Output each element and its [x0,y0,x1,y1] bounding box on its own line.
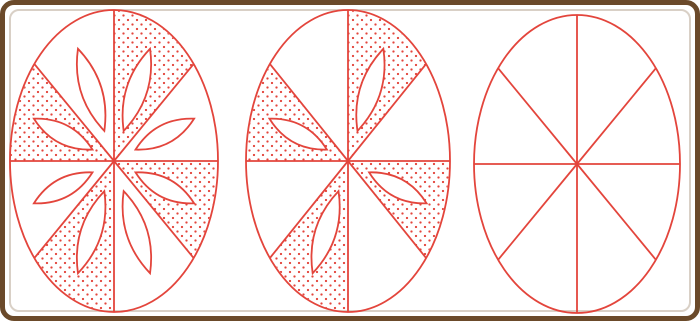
oval-3-dividers [474,15,680,313]
oval-1-petal-7 [77,49,106,131]
oval-2-sector-4 [271,161,348,311]
oval-2 [246,10,450,312]
oval-1-petal-3 [123,191,152,273]
oval-3-divider-1 [577,68,656,164]
oval-3 [474,15,680,313]
oval-2-sector-0 [348,11,425,161]
oval-1 [10,10,218,312]
oval-3-divider-5 [498,164,577,260]
oval-3-divider-3 [577,164,656,260]
oval-3-divider-7 [498,68,577,164]
